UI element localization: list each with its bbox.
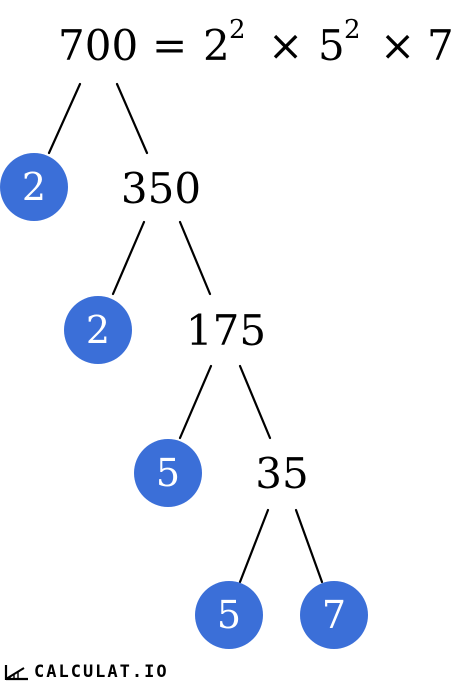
prime-circle [300, 581, 368, 649]
branch-350-right [178, 220, 212, 296]
prime-leaf-5-b: 5 [195, 581, 263, 649]
brand-name: CALCULAT.IO [34, 662, 169, 682]
prime-value: 2 [22, 165, 46, 209]
equation-exponent-2: 2 [344, 15, 361, 45]
branch-175-left [178, 364, 213, 440]
prime-value: 7 [322, 593, 346, 637]
prime-value: 5 [156, 451, 180, 495]
prime-value: 2 [86, 308, 110, 352]
prime-circle [64, 296, 132, 364]
branch-35-right [294, 508, 324, 584]
equation-base-3: 7 [427, 21, 454, 70]
prime-leaves: 2 2 5 5 7 [0, 153, 368, 649]
tree-branches [47, 82, 324, 584]
prime-leaf-7: 7 [300, 581, 368, 649]
prime-circle [195, 581, 263, 649]
equation-exponent-1: 2 [229, 15, 246, 45]
equation-number: 700 [58, 21, 138, 70]
branch-700-right [115, 82, 149, 155]
node-composite-35: 35 [255, 449, 308, 498]
prime-value: 5 [217, 593, 241, 637]
prime-leaf-2-b: 2 [64, 296, 132, 364]
branch-350-left [111, 220, 146, 296]
equation-base-1: 2 [203, 21, 230, 70]
branch-175-right [238, 364, 272, 440]
slide-rule-icon [4, 665, 28, 681]
prime-leaf-5-a: 5 [134, 439, 202, 507]
node-composite-175: 175 [186, 306, 266, 355]
node-composite-350: 350 [121, 164, 201, 213]
prime-circle [134, 439, 202, 507]
equation-times-2: × [380, 21, 415, 70]
composite-nodes: 350 175 35 [121, 164, 309, 498]
equation-base-2: 5 [318, 21, 345, 70]
factorization-equation: 700 = 2 2 × 5 2 × 7 [58, 15, 454, 70]
equation-equals: = [152, 21, 187, 70]
prime-leaf-2-a: 2 [0, 153, 68, 221]
branch-35-left [238, 508, 270, 584]
brand-logo: CALCULAT.IO [4, 660, 169, 684]
prime-circle [0, 153, 68, 221]
branch-700-left [47, 82, 82, 155]
equation-times-1: × [268, 21, 303, 70]
